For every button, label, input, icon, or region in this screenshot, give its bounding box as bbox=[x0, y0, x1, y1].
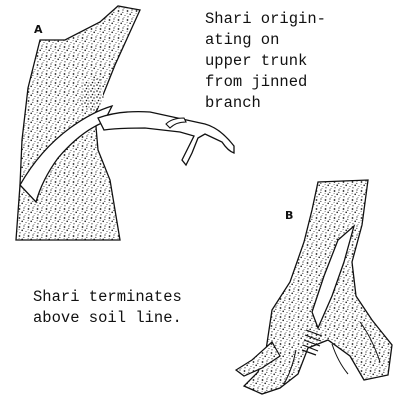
panel-a-caption-line: from jinned bbox=[205, 72, 326, 93]
panel-a-caption-line: branch bbox=[205, 93, 326, 114]
panel-a-caption-line: ating on bbox=[205, 30, 326, 51]
panel-a-trunk-illustration bbox=[16, 6, 234, 240]
panel-a-letter: A bbox=[34, 24, 43, 35]
panel-a-caption-line: Shari origin- bbox=[205, 9, 326, 30]
panel-a-caption-line: upper trunk bbox=[205, 51, 326, 72]
panel-b-letter: B bbox=[285, 210, 293, 221]
panel-b-caption-line: above soil line. bbox=[33, 308, 182, 329]
panel-b-trunk-illustration bbox=[236, 180, 392, 394]
panel-b-caption-line: Shari terminates bbox=[33, 287, 182, 308]
panel-a-jin-branch bbox=[98, 112, 234, 165]
panel-a-caption: Shari origin- ating on upper trunk from … bbox=[205, 9, 326, 114]
panel-b-caption: Shari terminates above soil line. bbox=[33, 287, 182, 329]
